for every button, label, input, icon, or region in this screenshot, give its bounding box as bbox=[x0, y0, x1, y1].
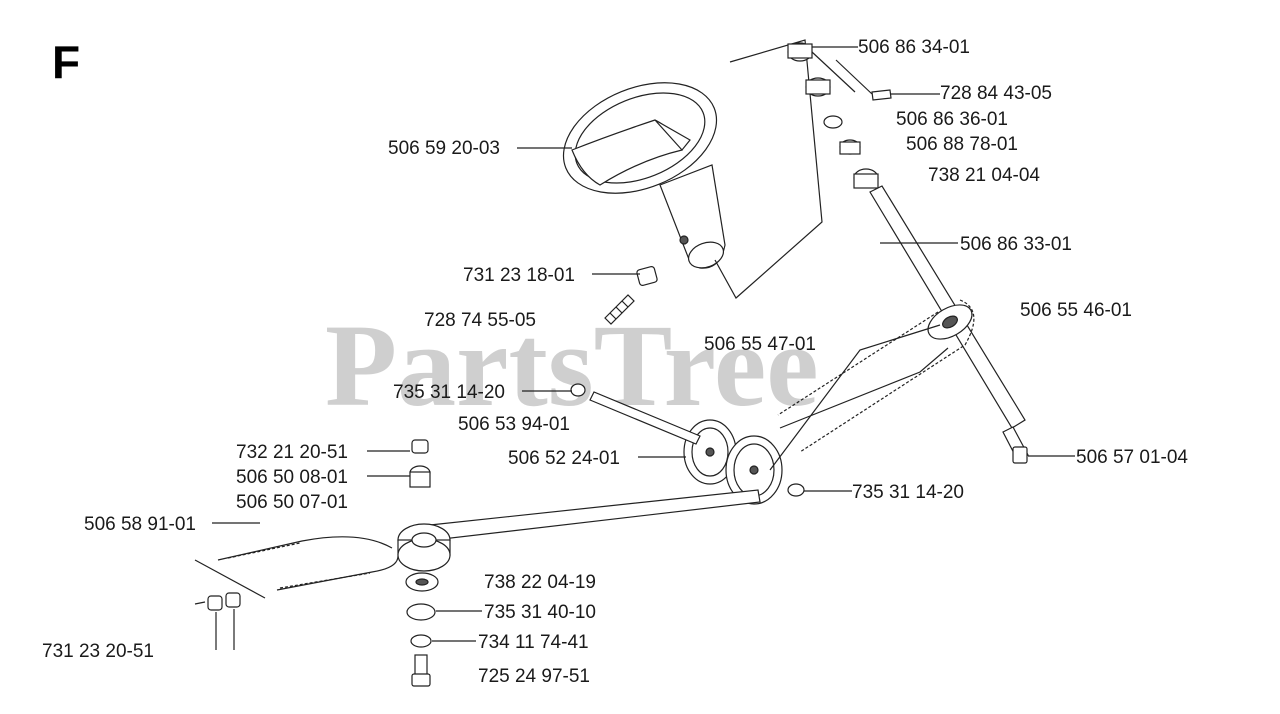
section-letter: F bbox=[52, 36, 80, 88]
label-738-21-04-04[interactable]: 738 21 04-04 bbox=[928, 165, 1040, 186]
label-506-57-01-04[interactable]: 506 57 01-04 bbox=[1076, 447, 1188, 468]
label-735-31-14-20-lower[interactable]: 735 31 14-20 bbox=[852, 482, 964, 503]
label-731-23-18-01[interactable]: 731 23 18-01 bbox=[463, 265, 575, 286]
label-506-50-08-01[interactable]: 506 50 08-01 bbox=[236, 467, 348, 488]
label-506-86-33-01[interactable]: 506 86 33-01 bbox=[960, 234, 1072, 255]
chain[interactable] bbox=[777, 299, 975, 453]
label-731-23-20-51[interactable]: 731 23 20-51 bbox=[42, 641, 154, 662]
label-506-53-94-01[interactable]: 506 53 94-01 bbox=[458, 414, 570, 435]
nuts-731-23-20-51[interactable] bbox=[194, 592, 241, 650]
label-506-86-34-01[interactable]: 506 86 34-01 bbox=[858, 37, 970, 58]
clip-735-31-14-20-lower[interactable] bbox=[787, 483, 805, 497]
tie-rods[interactable] bbox=[769, 324, 949, 471]
drag-links[interactable] bbox=[194, 536, 399, 599]
bolt-728-74-55-05[interactable] bbox=[604, 294, 635, 325]
label-728-84-43-05[interactable]: 728 84 43-05 bbox=[940, 83, 1052, 104]
label-506-50-07-01[interactable]: 506 50 07-01 bbox=[236, 492, 348, 513]
label-725-24-97-51[interactable]: 725 24 97-51 bbox=[478, 666, 590, 687]
label-506-86-36-01[interactable]: 506 86 36-01 bbox=[896, 109, 1008, 130]
steering-arm[interactable] bbox=[429, 489, 761, 541]
label-506-55-46-01[interactable]: 506 55 46-01 bbox=[1020, 300, 1132, 321]
sprocket[interactable] bbox=[922, 298, 978, 346]
label-506-58-91-01[interactable]: 506 58 91-01 bbox=[84, 514, 196, 535]
leader-lines bbox=[212, 46, 1075, 642]
label-735-31-40-10[interactable]: 735 31 40-10 bbox=[484, 602, 596, 623]
label-728-74-55-05[interactable]: 728 74 55-05 bbox=[424, 310, 536, 331]
label-732-21-20-51[interactable]: 732 21 20-51 bbox=[236, 442, 348, 463]
bushing-stack[interactable] bbox=[397, 439, 451, 687]
steering-wheel[interactable] bbox=[547, 62, 733, 273]
label-506-59-20-03[interactable]: 506 59 20-03 bbox=[388, 138, 500, 159]
label-735-31-14-20-upper[interactable]: 735 31 14-20 bbox=[393, 382, 505, 403]
column-top-parts[interactable] bbox=[787, 42, 892, 189]
group-bracket-line bbox=[714, 39, 823, 299]
label-506-52-24-01[interactable]: 506 52 24-01 bbox=[508, 448, 620, 469]
label-506-88-78-01[interactable]: 506 88 78-01 bbox=[906, 134, 1018, 155]
label-506-55-47-01[interactable]: 506 55 47-01 bbox=[704, 334, 816, 355]
pulley-pair[interactable] bbox=[683, 419, 783, 505]
shaft-506-53-94-01[interactable] bbox=[589, 391, 701, 445]
watermark-text: PartsTree bbox=[325, 300, 819, 431]
clip-735-31-14-20-upper[interactable] bbox=[570, 383, 586, 397]
label-738-22-04-19[interactable]: 738 22 04-19 bbox=[484, 572, 596, 593]
label-734-11-74-41[interactable]: 734 11 74-41 bbox=[478, 632, 589, 653]
bolt-506-57-01-04[interactable] bbox=[1002, 426, 1029, 464]
nut-731-23-18-01[interactable] bbox=[636, 266, 658, 286]
